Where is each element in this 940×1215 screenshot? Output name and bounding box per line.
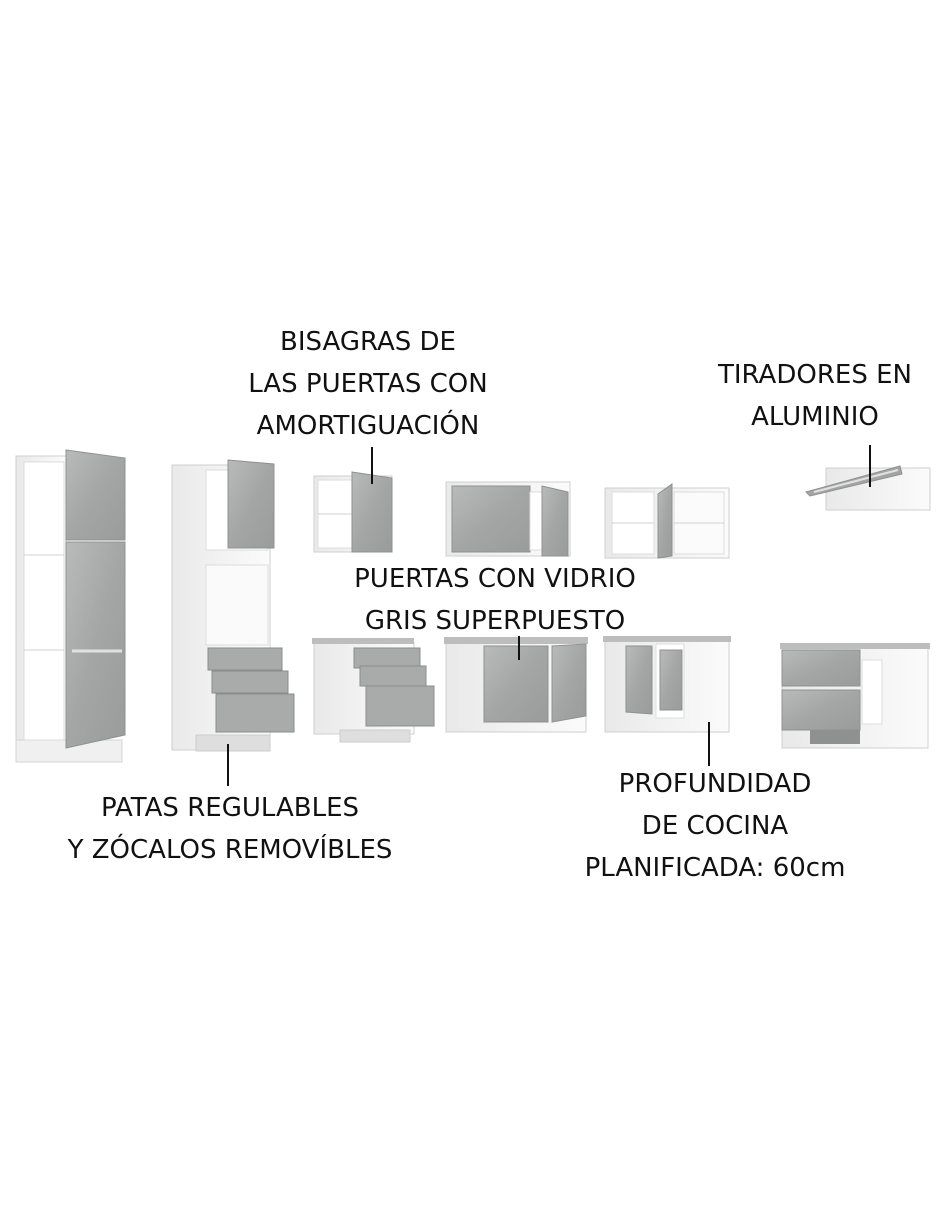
callout-hinges-line-2: LAS PUERTAS CON [248, 369, 488, 399]
callout-glass-doors: PUERTAS CON VIDRIO GRIS SUPERPUESTO [335, 558, 655, 642]
callout-glass-line-2: GRIS SUPERPUESTO [364, 606, 626, 636]
callout-hinges: BISAGRAS DE LAS PUERTAS CON AMORTIGUACIÓ… [218, 321, 518, 447]
callout-handles-line-1: TIRADORES EN [718, 360, 912, 390]
callout-legs-line-2: Y ZÓCALOS REMOVÍBLES [67, 835, 393, 865]
callout-hinges-line-1: BISAGRAS DE [280, 327, 456, 357]
base-cabinet-sink [444, 637, 588, 733]
callout-depth-line-2: DE COCINA [641, 811, 789, 841]
wall-cabinet-wide [445, 481, 571, 557]
callout-hinges-line-3: AMORTIGUACIÓN [256, 411, 480, 441]
tall-pantry-cabinet [15, 449, 126, 763]
callout-legs: PATAS REGULABLES Y ZÓCALOS REMOVÍBLES [40, 787, 420, 871]
base-cabinet-drawers [312, 638, 435, 743]
base-cabinet-cooktop [780, 643, 930, 749]
callout-depth-line-1: PROFUNDIDAD [618, 769, 812, 799]
oven-tower-cabinet [171, 459, 295, 752]
wall-cabinet-small [313, 471, 393, 553]
wall-cabinet-corner [604, 483, 730, 559]
callout-handles-line-2: ALUMINIO [751, 402, 879, 432]
wall-cabinet-flip-up [805, 465, 931, 511]
base-cabinet-corner [603, 636, 731, 733]
callout-legs-line-1: PATAS REGULABLES [101, 793, 359, 823]
callout-glass-line-1: PUERTAS CON VIDRIO [354, 564, 636, 594]
callout-depth-line-3: PLANIFICADA: 60cm [584, 853, 846, 883]
callout-depth: PROFUNDIDAD DE COCINA PLANIFICADA: 60cm [560, 763, 870, 889]
callout-handles: TIRADORES EN ALUMINIO [700, 354, 930, 438]
